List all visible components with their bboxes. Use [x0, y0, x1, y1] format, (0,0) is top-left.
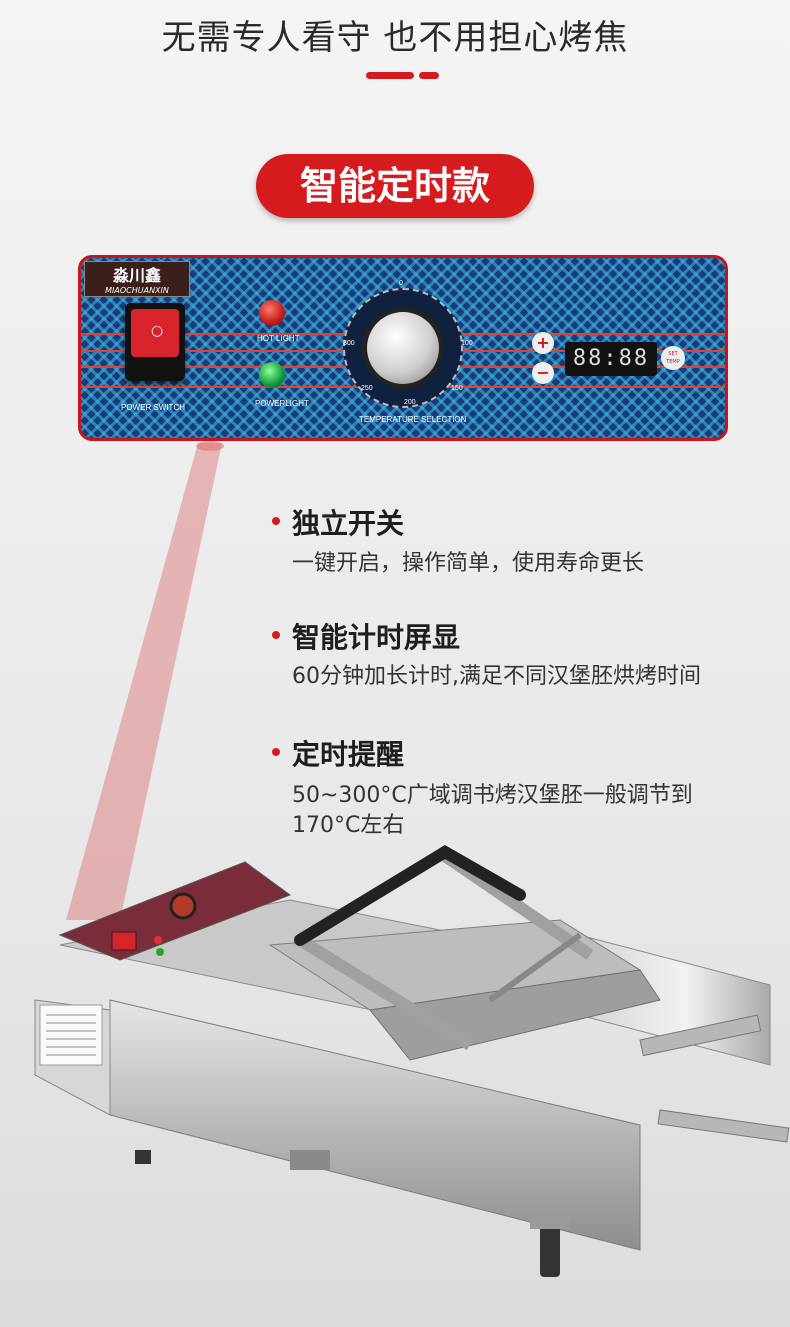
dial-mark-300: 300: [343, 340, 355, 347]
hot-light-label: HOT LIGHT: [257, 334, 300, 343]
brand-logo: 淼川鑫 MIAOCHUANXIN: [84, 261, 190, 297]
feature-bullet: [272, 517, 280, 525]
power-light-label: POWERLIGHT: [255, 399, 309, 408]
divider-dash-right: [419, 72, 439, 79]
feature-bullet: [272, 631, 280, 639]
divider-dash-left: [366, 72, 414, 79]
power-light-lamp: [259, 362, 285, 388]
dial-mark-250: 250: [361, 385, 373, 392]
feature-title: 智能计时屏显: [292, 621, 461, 654]
feature-title: 独立开关: [292, 507, 405, 540]
headline: 无需专人看守 也不用担心烤焦: [161, 18, 629, 58]
power-switch[interactable]: ○: [125, 303, 185, 381]
control-panel-closeup: 淼川鑫 MIAOCHUANXIN ○ POWER SWITCH HOT LIGH…: [78, 255, 728, 441]
knob-cap: [367, 312, 439, 384]
power-switch-label: POWER SWITCH: [121, 403, 185, 412]
feature-bullet: [272, 748, 280, 756]
temperature-selection-label: TEMPERATURE SELECTION: [359, 415, 467, 424]
dial-mark-0: 0: [399, 280, 403, 287]
feature-desc: 50~300°C广域调书烤汉堡胚一般调节到170°C左右: [292, 783, 693, 838]
set-temp-button[interactable]: SET TEMP: [661, 346, 685, 370]
temperature-knob[interactable]: [343, 288, 463, 408]
power-symbol-icon: ○: [151, 323, 164, 339]
feature-title: 定时提醒: [292, 738, 405, 771]
brand-name-cn: 淼川鑫: [112, 266, 161, 285]
timer-minus-button[interactable]: −: [532, 362, 554, 384]
dial-mark-100: 100: [461, 340, 473, 347]
timer-plus-button[interactable]: +: [532, 332, 554, 354]
dial-mark-150: 150: [451, 385, 463, 392]
brand-name-en: MIAOCHUANXIN: [105, 286, 169, 295]
model-badge: 智能定时款: [256, 154, 534, 218]
feature-desc: 60分钟加长计时,满足不同汉堡胚烘烤时间: [292, 664, 701, 689]
rocker-button: ○: [131, 309, 179, 357]
dial-mark-200: 200: [404, 399, 416, 406]
hot-light-lamp: [259, 300, 285, 326]
timer-display: 88:88: [565, 342, 657, 376]
feature-desc: 一键开启，操作简单，使用寿命更长: [292, 551, 645, 576]
